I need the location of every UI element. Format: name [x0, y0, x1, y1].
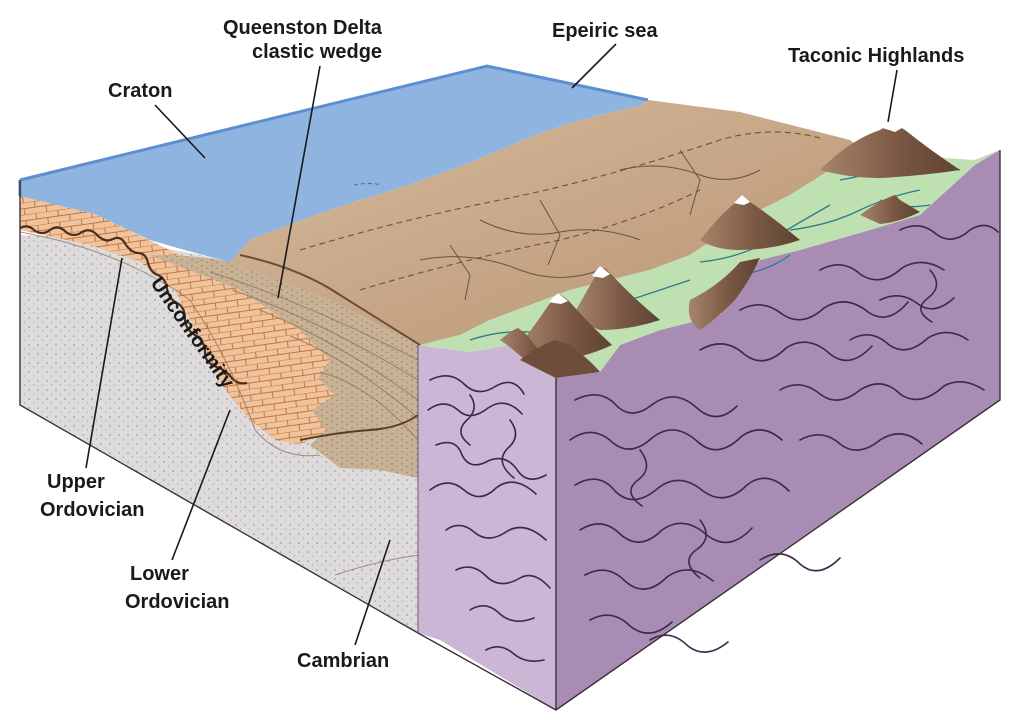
mountain	[860, 195, 920, 224]
label-epeiric-sea: Epeiric sea	[552, 20, 659, 42]
leader-line	[571, 43, 617, 89]
metamorphic-right-face	[418, 150, 1000, 710]
label-upper-ordovician-line1: Upper	[47, 471, 105, 493]
leader-line	[277, 65, 321, 299]
leader-line	[171, 409, 231, 561]
mountain	[688, 258, 760, 330]
label-lower-ordovician-line2: Ordovician	[125, 591, 229, 613]
label-craton: Craton	[108, 80, 172, 102]
leader-line	[354, 539, 391, 646]
label-queenston-line2: clastic wedge	[252, 41, 382, 63]
leader-line	[887, 69, 898, 123]
ordovician-limestone-layer	[20, 196, 360, 445]
mountain	[520, 293, 612, 360]
label-upper-ordovician-line2: Ordovician	[40, 499, 144, 521]
unconformity-line	[19, 225, 248, 385]
queenston-delta-surface	[230, 100, 860, 345]
taconic-mountains	[500, 120, 960, 378]
metamorphic-side-face	[556, 150, 1000, 710]
metamorphic-front-face	[418, 345, 556, 710]
epeiric-sea-surface	[20, 66, 648, 262]
mountain	[520, 340, 600, 378]
label-taconic-highlands: Taconic Highlands	[788, 45, 964, 67]
mountain	[575, 266, 660, 330]
label-queenston-line1: Queenston Delta	[223, 17, 383, 39]
label-cambrian: Cambrian	[297, 650, 389, 672]
mountain	[820, 120, 960, 178]
mountain	[700, 195, 800, 250]
leader-line	[85, 257, 123, 469]
leader-line	[154, 104, 206, 159]
label-lower-ordovician-line1: Lower	[130, 563, 189, 585]
queenston-wedge-section	[150, 255, 420, 478]
